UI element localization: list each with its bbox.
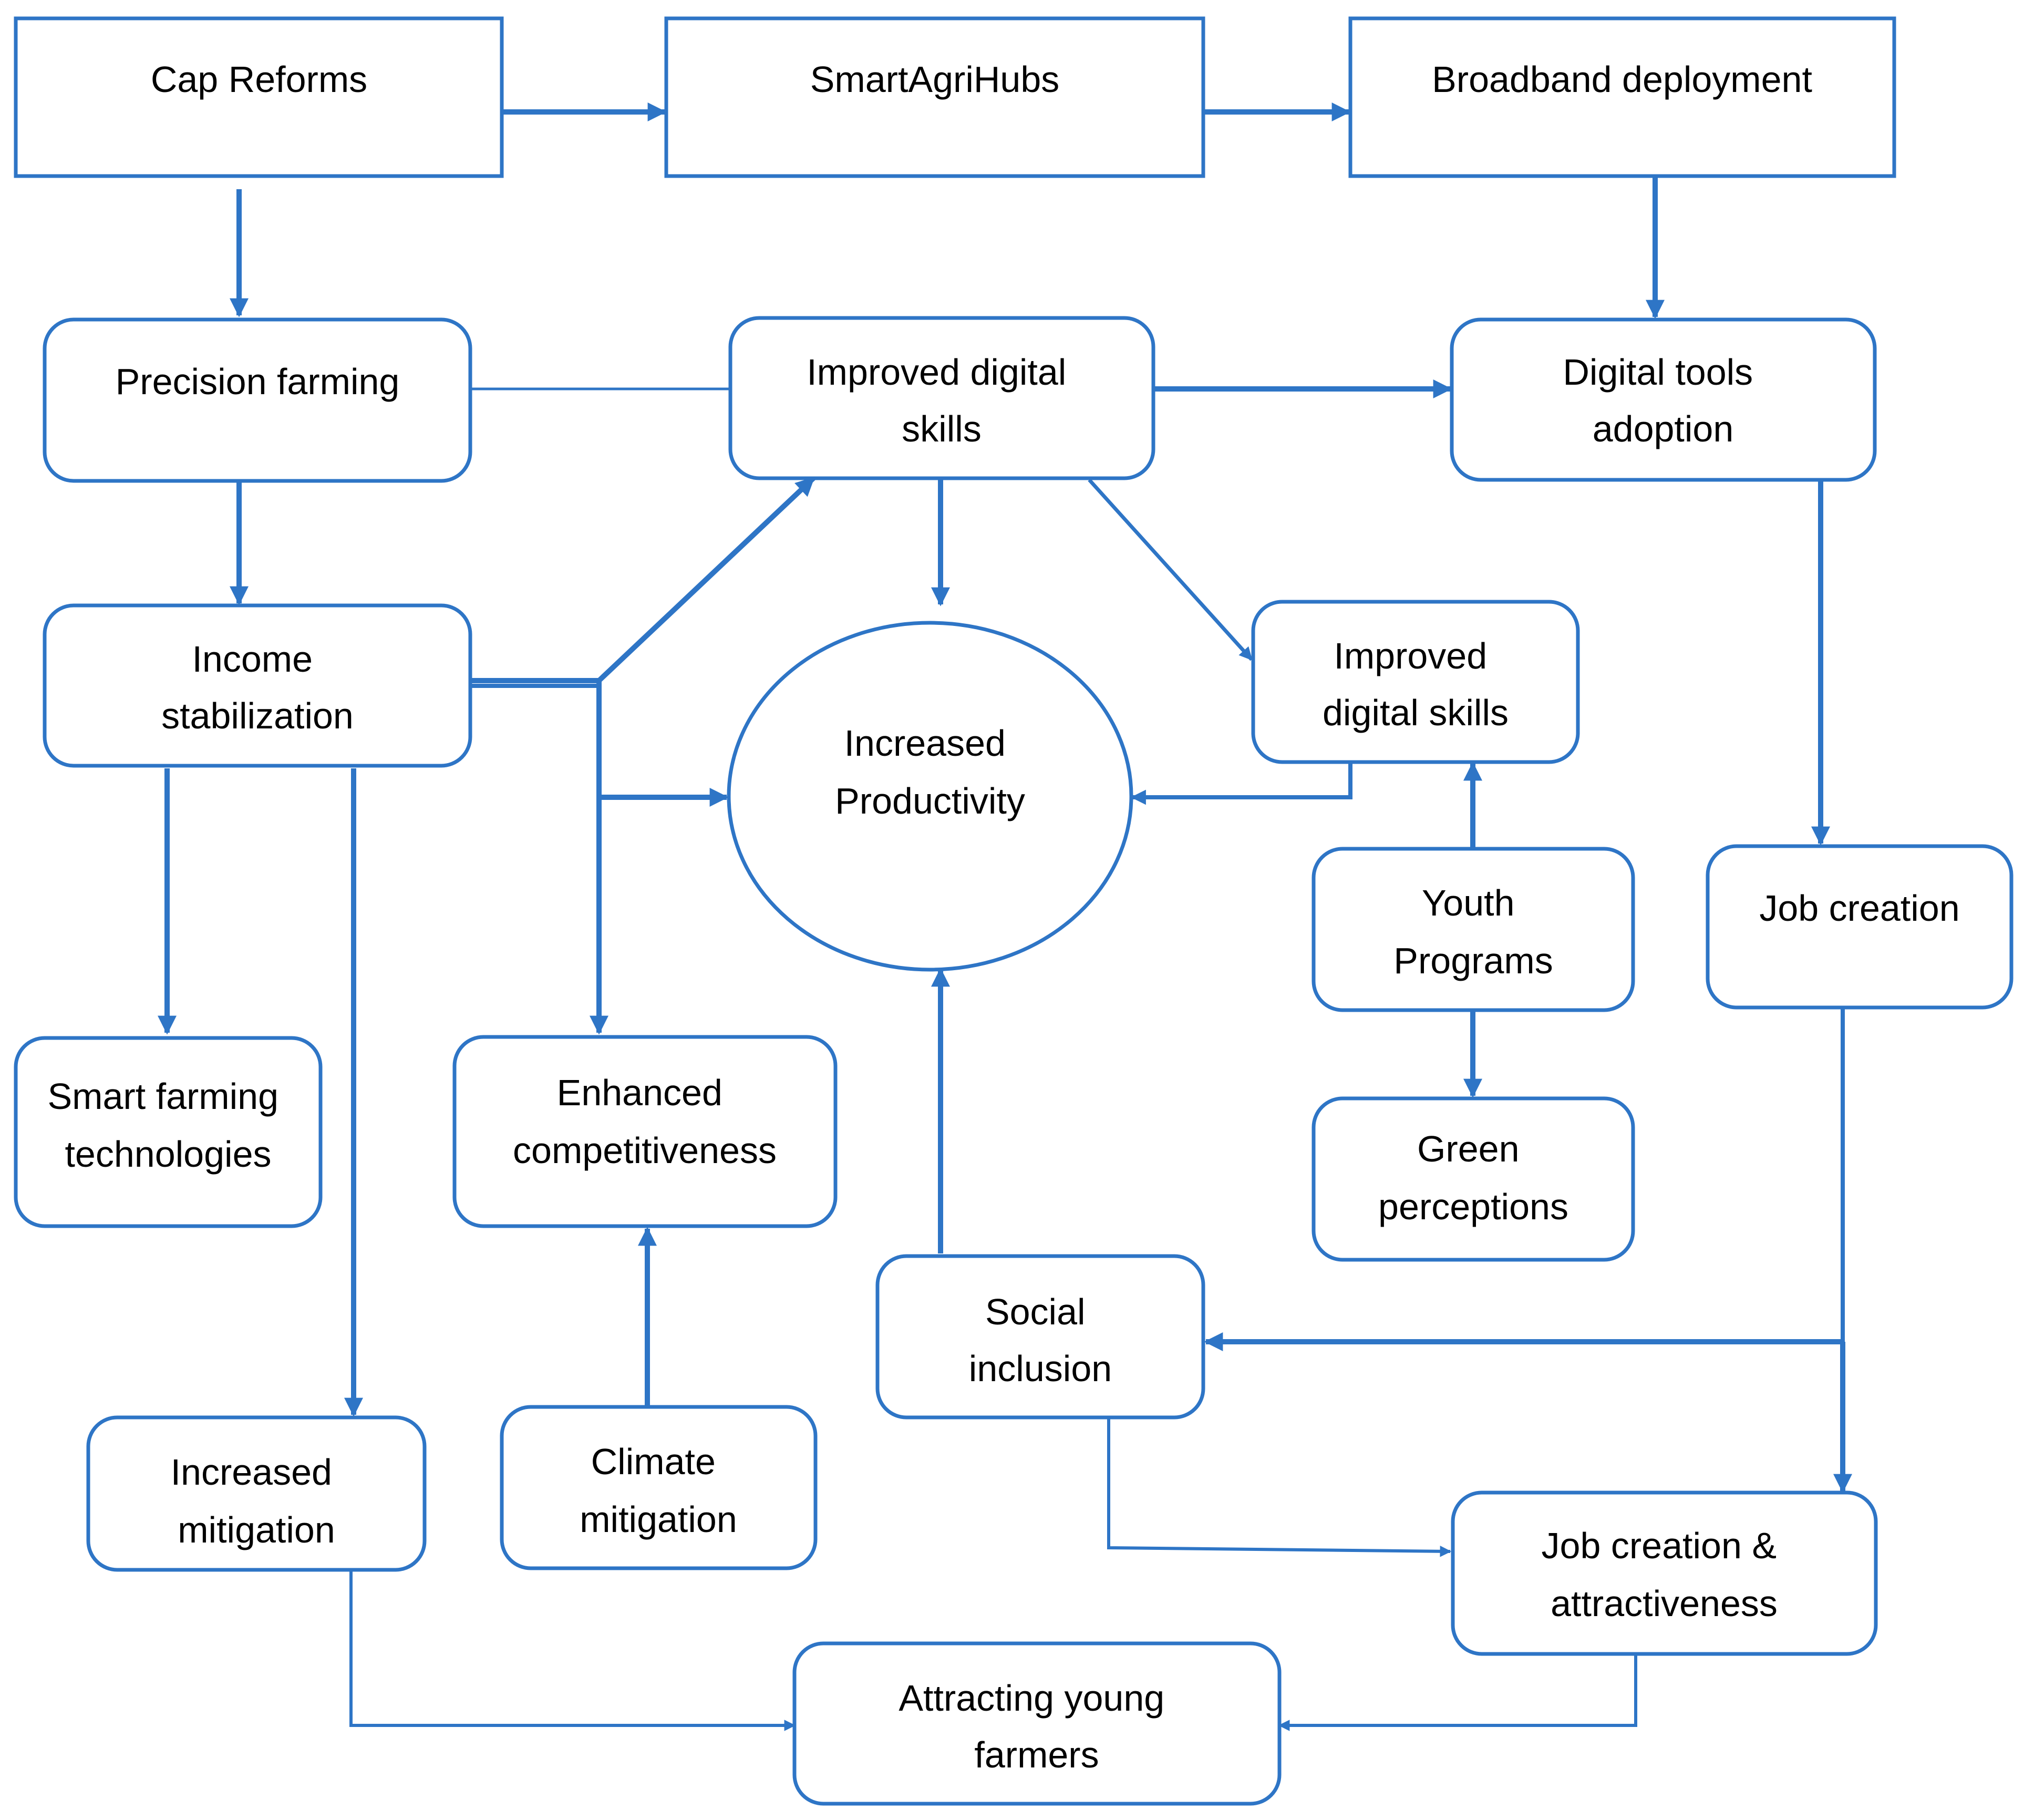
node-label: Broadband deployment: [1432, 59, 1812, 100]
arrow-skills-to-improved-digital-skills: [1088, 478, 1253, 661]
node-label-line: mitigation: [178, 1509, 335, 1550]
arrow-income-to-skills: [470, 476, 815, 683]
node-precision-farming: Precision farming: [43, 317, 472, 483]
node-label-line: mitigation: [580, 1499, 737, 1540]
node-label-line: technologies: [65, 1134, 271, 1175]
node-label: Increased mitigation: [171, 1452, 343, 1550]
node-label: Improved digital skills: [1323, 635, 1509, 733]
node-label-line: Job creation: [1759, 888, 1959, 929]
node-youth-programs: Youth Programs: [1312, 847, 1635, 1012]
arrow-increased-mitigation-to-attracting: [349, 1570, 796, 1731]
node-label-line: Broadband deployment: [1432, 59, 1812, 100]
node-income-stabilization: Income stabilization: [43, 603, 472, 768]
node-label: Attracting young farmers: [899, 1678, 1174, 1775]
node-label: Digital tools adoption: [1563, 352, 1763, 449]
node-attracting-young-farmers: Attracting young farmers: [792, 1641, 1282, 1806]
node-label: Cap Reforms: [151, 59, 367, 100]
node-label-line: digital skills: [1323, 692, 1509, 733]
node-label-line: inclusion: [969, 1348, 1112, 1389]
node-cap-reforms: Cap Reforms: [14, 16, 504, 178]
node-label-line: Precision farming: [116, 361, 400, 402]
node-label-line: Productivity: [835, 780, 1025, 821]
node-label: Climate mitigation: [580, 1441, 737, 1540]
node-label-line: Youth: [1422, 882, 1515, 923]
node-increased-mitigation: Increased mitigation: [86, 1415, 427, 1572]
node-label-line: stabilization: [161, 695, 354, 736]
node-label: Youth Programs: [1393, 882, 1553, 981]
node-job-creation-attractiveness: Job creation & attractiveness: [1451, 1490, 1878, 1656]
node-label-line: Job creation &: [1542, 1525, 1777, 1566]
arrow-job-attractiveness-to-attracting: [1278, 1654, 1637, 1731]
node-label-line: Increased: [171, 1452, 332, 1493]
node-label: Social inclusion: [969, 1291, 1112, 1389]
node-label-line: perceptions: [1378, 1186, 1568, 1227]
node-label-line: Social: [985, 1291, 1086, 1332]
node-improved-digital-skills-right: Improved digital skills: [1251, 600, 1580, 764]
node-label: Enhanced competitiveness: [513, 1072, 777, 1171]
node-label-line: SmartAgriHubs: [810, 59, 1060, 100]
node-label-line: farmers: [974, 1734, 1099, 1775]
node-label-line: Improved digital: [807, 352, 1066, 393]
node-label: Precision farming: [116, 361, 400, 402]
connectors: [158, 102, 1852, 1731]
node-climate-mitigation: Climate mitigation: [500, 1405, 818, 1570]
node-digital-tools-adoption: Digital tools adoption: [1450, 317, 1877, 482]
nodes: Cap Reforms SmartAgriHubs Broadband depl…: [14, 16, 2013, 1806]
node-label: Job creation: [1759, 888, 1959, 929]
node-label-line: Increased: [844, 723, 1006, 764]
node-label-line: Smart farming: [47, 1076, 278, 1117]
node-label: Income stabilization: [161, 639, 354, 736]
node-label-line: attractiveness: [1551, 1583, 1778, 1624]
node-label-line: competitiveness: [513, 1130, 777, 1171]
node-label-line: Improved: [1334, 635, 1487, 676]
node-label-line: Green: [1417, 1128, 1520, 1169]
node-label: Job creation & attractiveness: [1542, 1525, 1787, 1624]
node-label-line: skills: [902, 408, 982, 449]
node-green-perceptions: Green perceptions: [1312, 1096, 1635, 1262]
node-smartagrihubs: SmartAgriHubs: [664, 16, 1205, 178]
node-enhanced-competitiveness: Enhanced competitiveness: [452, 1035, 838, 1228]
node-social-inclusion: Social inclusion: [875, 1254, 1205, 1420]
node-label-line: Income: [192, 639, 313, 680]
node-label: Green perceptions: [1378, 1128, 1568, 1227]
node-label-line: Attracting young: [899, 1678, 1164, 1719]
node-label: Smart farming technologies: [47, 1076, 288, 1175]
node-broadband-deployment: Broadband deployment: [1348, 16, 1896, 178]
node-label-line: Digital tools: [1563, 352, 1753, 393]
node-label-line: adoption: [1593, 408, 1734, 449]
node-improved-digital-skills-top: Improved digital skills: [728, 316, 1155, 480]
node-label-line: Enhanced: [557, 1072, 722, 1113]
node-label-line: Programs: [1393, 940, 1553, 981]
node-job-creation: Job creation: [1706, 844, 2013, 1010]
node-label: Increased Productivity: [835, 723, 1025, 821]
arrow-improved-digital-skills-to-productivity: [1131, 762, 1352, 805]
node-label-line: Climate: [591, 1441, 716, 1482]
node-label-line: Cap Reforms: [151, 59, 367, 100]
arrow-social-to-job-attractiveness: [1107, 1417, 1452, 1557]
node-label: Improved digital skills: [807, 352, 1077, 449]
node-label: SmartAgriHubs: [810, 59, 1060, 100]
node-smart-farming-technologies: Smart farming technologies: [14, 1036, 323, 1228]
node-increased-productivity: Increased Productivity: [727, 621, 1133, 972]
